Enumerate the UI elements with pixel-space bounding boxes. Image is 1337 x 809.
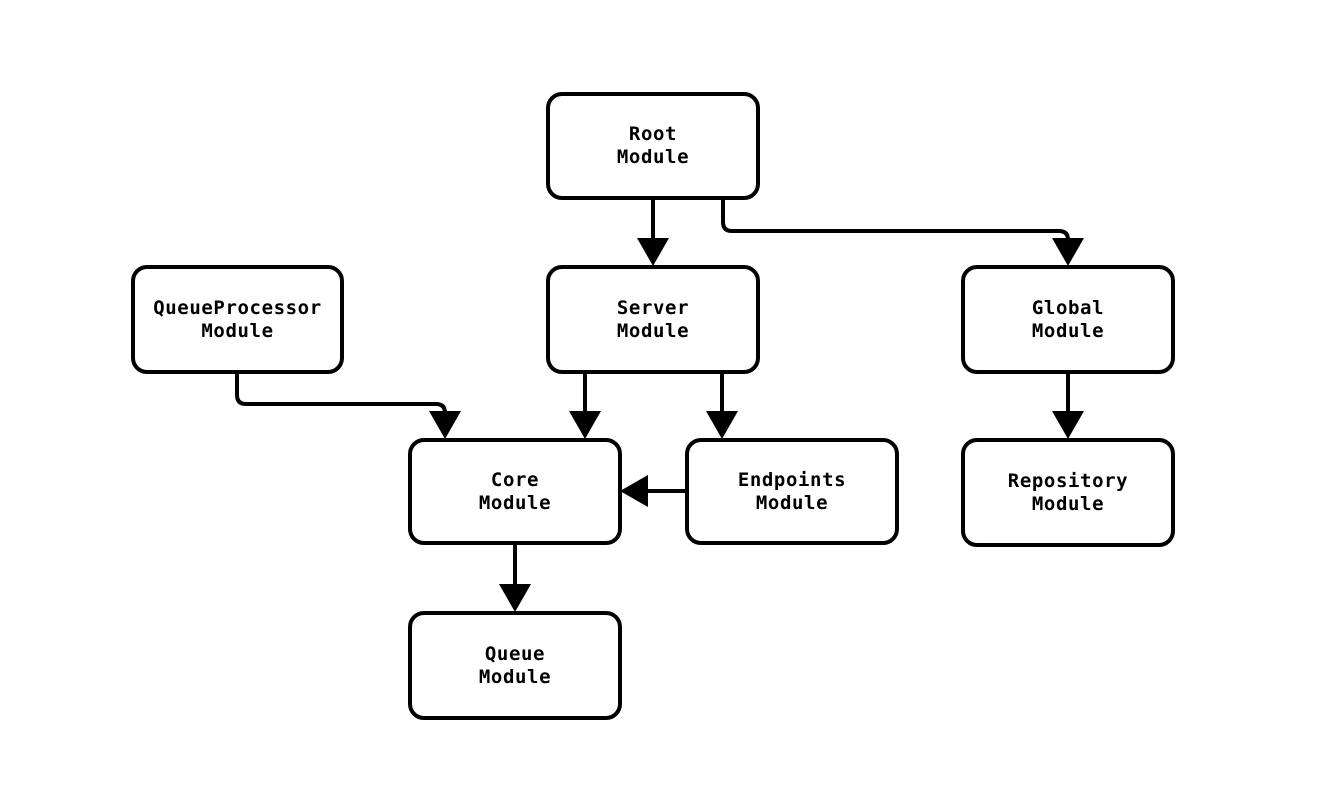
edge-root-to-server [637, 198, 669, 266]
arrowhead-down-icon [637, 238, 669, 266]
edge-line [235, 372, 447, 431]
node-box-queueprocessor[interactable] [131, 265, 344, 374]
node-box-endpoints[interactable] [685, 438, 899, 545]
edge-queueprocessor-to-core [235, 372, 461, 439]
node-box-core[interactable] [408, 438, 622, 545]
edge-layer [235, 198, 1084, 612]
node-box-root[interactable] [546, 92, 760, 200]
node-box-queue[interactable] [408, 611, 622, 720]
edge-endpoints-to-core [620, 475, 687, 507]
arrowhead-down-icon [499, 584, 531, 612]
arrowhead-down-icon [1052, 411, 1084, 439]
node-layer [131, 92, 1175, 720]
edge-line [721, 198, 1070, 258]
edge-core-to-queue [499, 543, 531, 612]
node-box-repository[interactable] [961, 438, 1175, 547]
node-box-global[interactable] [961, 265, 1175, 374]
edge-server-to-core [569, 372, 601, 439]
arrowhead-down-icon [569, 411, 601, 439]
node-box-server[interactable] [546, 265, 760, 374]
arrowhead-down-icon [706, 411, 738, 439]
edge-server-to-endpoints [706, 372, 738, 439]
edge-global-to-repository [1052, 372, 1084, 439]
arrowhead-down-icon [429, 411, 461, 439]
arrowhead-down-icon [1052, 238, 1084, 266]
arrowhead-left-icon [620, 475, 648, 507]
edge-root-to-global [721, 198, 1084, 266]
